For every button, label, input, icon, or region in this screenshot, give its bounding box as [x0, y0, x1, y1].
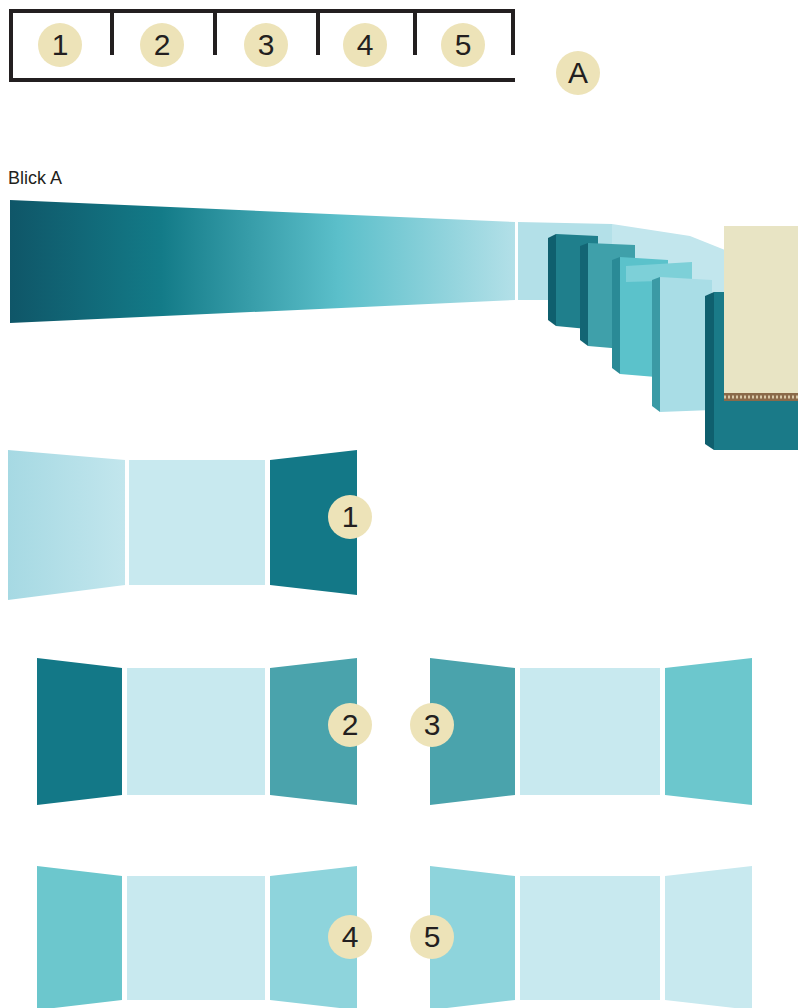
callout-number: 5	[410, 915, 454, 959]
room-views	[8, 450, 752, 1008]
callout-number: A	[556, 51, 600, 95]
callout-number: 3	[410, 703, 454, 747]
floor-plan	[11, 11, 515, 80]
callout-number: 4	[343, 23, 387, 67]
callout-number: 1	[38, 23, 82, 67]
callout-number: 1	[328, 495, 372, 539]
callout-number: 3	[244, 23, 288, 67]
corridor-perspective	[10, 200, 798, 450]
callout-number: 5	[441, 23, 485, 67]
callout-number: 2	[328, 703, 372, 747]
view-heading: Blick A	[8, 167, 62, 189]
callout-number: 4	[328, 915, 372, 959]
callout-number: 2	[140, 23, 184, 67]
